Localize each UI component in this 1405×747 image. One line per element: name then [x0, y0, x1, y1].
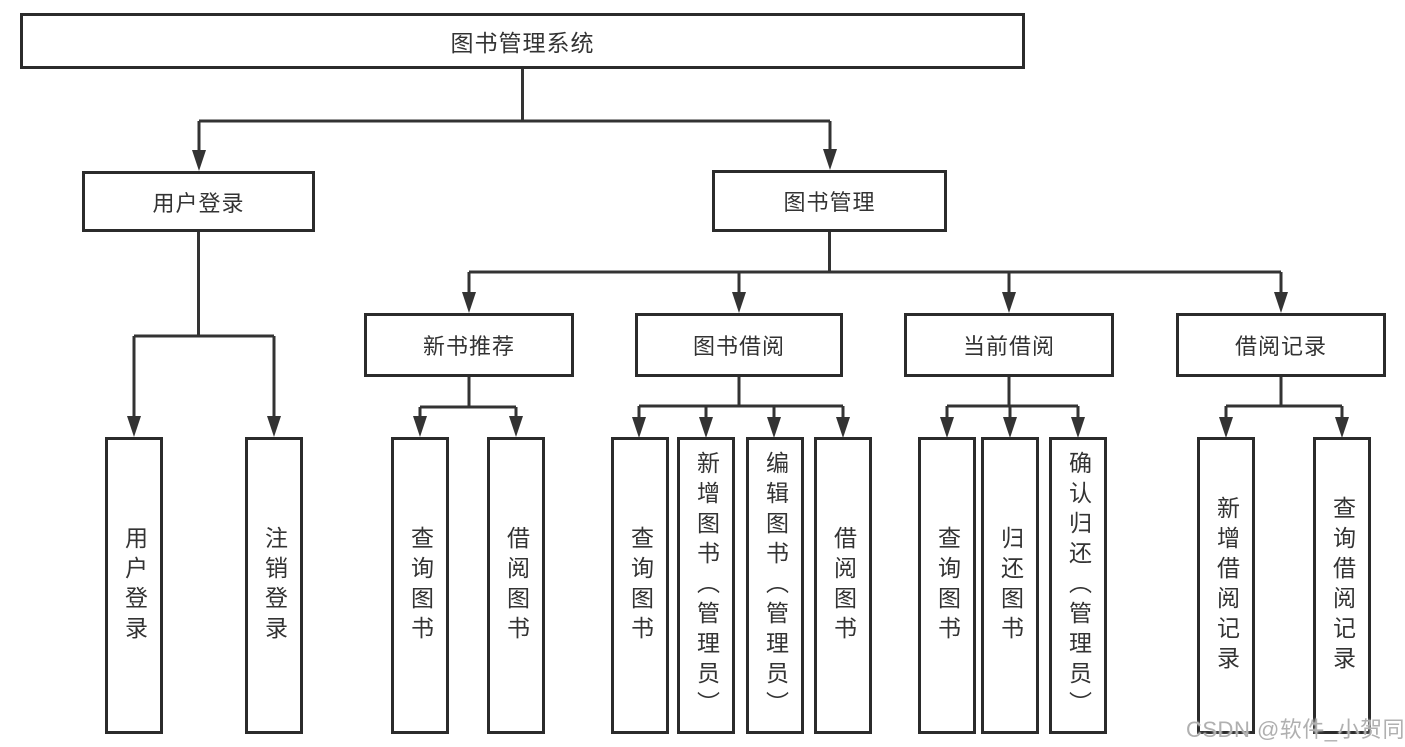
leaf-label: 查询图书 [934, 525, 961, 646]
leaf-logout: 注销登录 [245, 437, 303, 734]
leaf-current-return-books: 归还图书 [981, 437, 1039, 734]
tree-branch-lines [132, 69, 1344, 423]
leaf-label: 编辑图书（管理员） [762, 450, 789, 721]
node-new-book-recommend: 新书推荐 [364, 313, 574, 377]
node-current-borrow: 当前借阅 [904, 313, 1114, 377]
leaf-label: 注销登录 [261, 525, 288, 646]
arrowheads [127, 149, 1349, 438]
leaf-user-login: 用户登录 [105, 437, 163, 734]
node-borrow-records: 借阅记录 [1176, 313, 1386, 377]
leaf-label: 查询图书 [627, 525, 654, 646]
leaf-newbook-borrow-books: 借阅图书 [487, 437, 545, 734]
leaf-label: 用户登录 [121, 525, 148, 646]
leaf-label: 借阅图书 [830, 525, 857, 646]
leaf-label: 借阅图书 [503, 525, 530, 646]
leaf-label: 新增借阅记录 [1213, 495, 1240, 676]
leaf-label: 归还图书 [997, 525, 1024, 646]
leaf-borrow-add-books-admin: 新增图书（管理员） [677, 437, 735, 734]
leaf-records-add-record: 新增借阅记录 [1197, 437, 1255, 734]
leaf-current-confirm-return-admin: 确认归还（管理员） [1049, 437, 1107, 734]
leaf-records-query-record: 查询借阅记录 [1313, 437, 1371, 734]
leaf-borrow-borrow-books: 借阅图书 [814, 437, 872, 734]
node-library-system: 图书管理系统 [20, 13, 1025, 69]
leaf-label: 确认归还（管理员） [1065, 450, 1092, 721]
leaf-label: 新增图书（管理员） [693, 450, 720, 721]
leaf-borrow-edit-books-admin: 编辑图书（管理员） [746, 437, 804, 734]
leaf-current-query-books: 查询图书 [918, 437, 976, 734]
csdn-watermark: CSDN @软件_小贺同学 [1186, 717, 1405, 742]
leaf-borrow-query-books: 查询图书 [611, 437, 669, 734]
node-book-borrow: 图书借阅 [635, 313, 843, 377]
node-book-management: 图书管理 [712, 170, 947, 232]
leaf-label: 查询图书 [407, 525, 434, 646]
leaf-newbook-query-books: 查询图书 [391, 437, 449, 734]
node-user-login: 用户登录 [82, 171, 315, 232]
leaf-label: 查询借阅记录 [1329, 495, 1356, 676]
